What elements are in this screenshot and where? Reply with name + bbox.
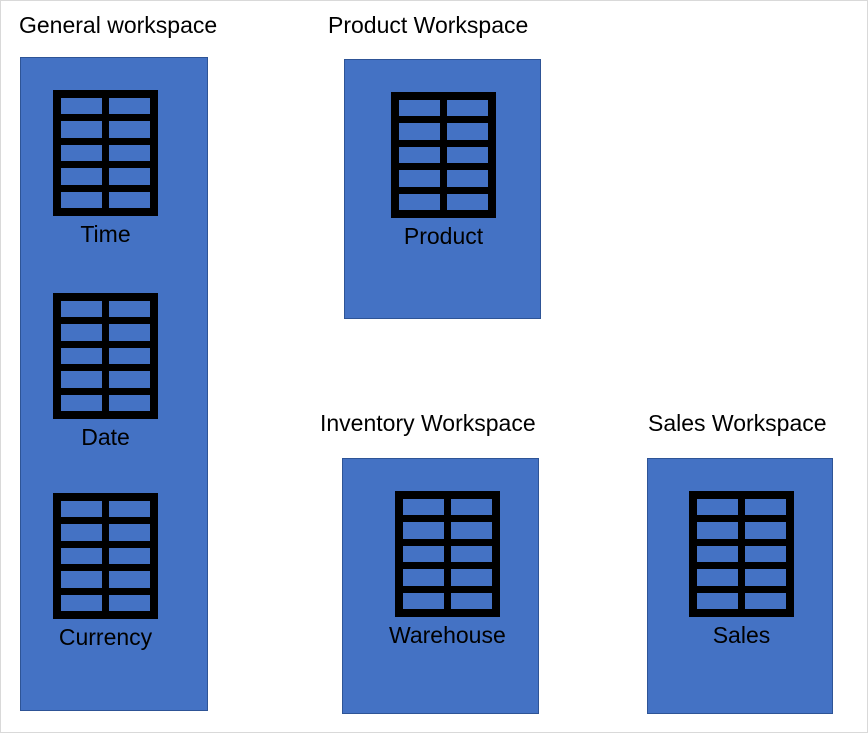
table-icon-cell	[402, 592, 444, 609]
table-icon-cell	[402, 522, 444, 539]
table-icon-cell	[61, 98, 102, 115]
entity-time[interactable]: Time	[53, 90, 158, 249]
table-icon-cell	[61, 394, 102, 411]
table-icon-cell	[109, 324, 150, 341]
table-icon-cell	[61, 347, 102, 365]
workspace-panel-inventory[interactable]: Warehouse	[342, 458, 539, 714]
table-icon	[394, 491, 500, 617]
entity-product[interactable]: Product	[391, 92, 496, 251]
table-icon-cell	[402, 569, 444, 586]
workspace-title-product: Product Workspace	[328, 12, 529, 38]
table-icon-cell	[109, 144, 150, 162]
entity-label: Warehouse	[389, 622, 506, 648]
table-icon-cell	[109, 121, 150, 138]
table-icon-cell	[61, 301, 102, 318]
table-icon-cell	[399, 193, 440, 210]
table-icon-cell	[745, 499, 786, 516]
table-icon-cell	[61, 501, 102, 518]
table-icon-cell	[697, 522, 738, 539]
table-icon	[391, 92, 496, 218]
table-icon-cell	[745, 522, 786, 539]
table-icon-cell	[399, 170, 440, 187]
table-icon-cell	[61, 571, 102, 588]
table-icon-cell	[697, 592, 738, 609]
entity-date[interactable]: Date	[53, 293, 158, 452]
table-icon-cell	[447, 170, 488, 187]
table-icon-cell	[109, 547, 150, 565]
entity-label: Product	[403, 223, 484, 249]
table-icon-cell	[61, 168, 102, 185]
table-icon	[53, 90, 158, 216]
table-icon-cell	[447, 123, 488, 140]
table-icon-cell	[61, 144, 102, 162]
table-icon-cell	[109, 98, 150, 115]
entity-label: Date	[81, 424, 130, 450]
table-icon-cell	[450, 522, 492, 539]
table-icon-cell	[447, 100, 488, 117]
table-icon-cell	[697, 499, 738, 516]
table-icon-cell	[61, 547, 102, 565]
table-icon-cell	[447, 193, 488, 210]
table-icon-cell	[61, 121, 102, 138]
table-icon-cell	[109, 501, 150, 518]
table-icon-cell	[61, 371, 102, 388]
table-icon	[53, 293, 158, 419]
table-icon-cell	[450, 569, 492, 586]
table-icon-cell	[109, 191, 150, 208]
table-icon-cell	[450, 592, 492, 609]
table-icon-cell	[450, 545, 492, 563]
table-icon-cell	[61, 324, 102, 341]
table-icon-cell	[745, 545, 786, 563]
workspace-title-inventory: Inventory Workspace	[320, 410, 536, 436]
table-icon-cell	[399, 100, 440, 117]
table-icon-cell	[109, 301, 150, 318]
table-icon-cell	[109, 524, 150, 541]
table-icon-cell	[399, 123, 440, 140]
table-icon-cell	[109, 347, 150, 365]
table-icon-cell	[399, 146, 440, 164]
entity-sales[interactable]: Sales	[689, 491, 794, 650]
table-icon-cell	[402, 499, 444, 516]
workspace-title-general: General workspace	[19, 12, 218, 38]
table-icon-cell	[697, 545, 738, 563]
table-icon-cell	[61, 524, 102, 541]
entity-currency[interactable]: Currency	[53, 493, 158, 652]
entity-label: Time	[80, 221, 131, 247]
table-icon-cell	[109, 594, 150, 611]
workspace-title-sales: Sales Workspace	[648, 410, 827, 436]
table-icon-cell	[109, 168, 150, 185]
table-icon-cell	[109, 394, 150, 411]
table-icon-cell	[745, 592, 786, 609]
entity-warehouse[interactable]: Warehouse	[389, 491, 506, 650]
workspace-panel-sales[interactable]: Sales	[647, 458, 833, 714]
table-icon-cell	[109, 371, 150, 388]
table-icon-cell	[697, 569, 738, 586]
entity-label: Sales	[712, 622, 771, 648]
table-icon-cell	[61, 191, 102, 208]
workspace-panel-product[interactable]: Product	[344, 59, 541, 319]
entity-label: Currency	[58, 624, 153, 650]
table-icon-cell	[447, 146, 488, 164]
table-icon-cell	[109, 571, 150, 588]
table-icon	[53, 493, 158, 619]
workspace-panel-general[interactable]: Time Date	[20, 57, 208, 711]
table-icon-cell	[450, 499, 492, 516]
table-icon-cell	[402, 545, 444, 563]
table-icon-cell	[745, 569, 786, 586]
table-icon	[689, 491, 794, 617]
table-icon-cell	[61, 594, 102, 611]
